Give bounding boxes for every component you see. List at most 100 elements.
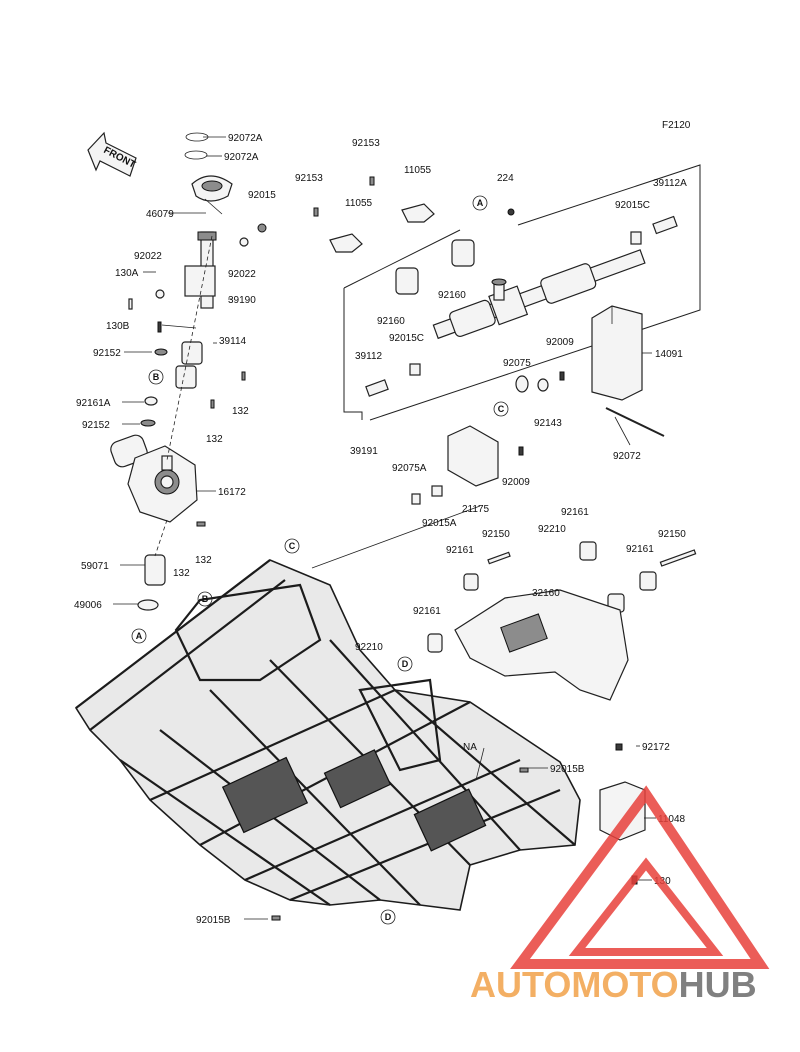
part-number: 39112A: [653, 178, 687, 189]
part-number: 11048: [658, 814, 686, 825]
ref-bubble-letter: A: [136, 631, 143, 641]
figure-code: F2120: [662, 120, 691, 131]
part-number: 92153: [352, 138, 380, 149]
a-arm-group: [368, 541, 697, 701]
part-number: 92150: [658, 529, 686, 540]
leader-lines: [113, 136, 656, 920]
rack-boot-icon: [449, 299, 496, 337]
bushing-icon: [515, 375, 529, 393]
bushing-icon: [451, 239, 475, 267]
part-number: 39191: [350, 446, 378, 457]
part-number: 224: [497, 173, 514, 184]
part-number: 92015B: [196, 915, 231, 926]
part-number: 92152: [82, 420, 110, 431]
ref-bubble: B: [148, 369, 164, 385]
part-number: 92072: [613, 451, 641, 462]
ref-bubble: A: [472, 195, 488, 211]
clamp-icon: [401, 203, 435, 223]
part-number: 92022: [134, 251, 162, 262]
part-number: 92160: [438, 290, 466, 301]
part-number: 92161A: [76, 398, 111, 409]
rack-boot-icon: [540, 263, 597, 304]
part-number: 92015B: [550, 764, 585, 775]
universal-joint-icon: [175, 365, 197, 389]
part-number: 92210: [355, 642, 383, 653]
part-number: 14091: [655, 349, 683, 360]
part-number: 92143: [534, 418, 562, 429]
part-number: 130B: [106, 321, 130, 332]
watermark-part2: HUB: [679, 964, 757, 1005]
bushing-icon: [395, 267, 419, 295]
ref-bubble-letter: C: [498, 404, 505, 414]
ref-bubble: D: [380, 909, 396, 925]
ref-bubble-letter: D: [385, 912, 392, 922]
part-callouts: 92072A 92072A 46079 92015 92022 130A 920…: [74, 133, 687, 926]
bolt-icon: [659, 549, 697, 567]
part-number: 92015C: [615, 200, 650, 211]
part-number: 92072A: [228, 133, 263, 144]
cover-icon: [591, 305, 643, 401]
nut-icon: [409, 363, 421, 376]
part-number: 92153: [295, 173, 323, 184]
part-number: 92172: [642, 742, 670, 753]
part-number: 32160: [532, 588, 560, 599]
ref-bubble: C: [284, 538, 300, 554]
part-number: 92072A: [224, 152, 259, 163]
part-number: 92015A: [422, 518, 457, 529]
part-number: 39190: [228, 295, 256, 306]
part-number: 92161: [413, 606, 441, 617]
ref-bubble-letter: C: [289, 541, 296, 551]
part-number: 92009: [546, 337, 574, 348]
part-number: 92150: [482, 529, 510, 540]
part-number: 92009: [502, 477, 530, 488]
part-number: 11055: [404, 165, 432, 176]
part-number: 132: [206, 434, 223, 445]
steering-column-group: [110, 132, 267, 611]
part-number: 92075A: [392, 463, 427, 474]
universal-joint-icon: [181, 341, 203, 365]
part-number: 92015C: [389, 333, 424, 344]
steering-gearbox-icon: [110, 434, 198, 523]
joint-icon: [144, 554, 166, 586]
part-number: 59071: [81, 561, 109, 572]
part-number: 92161: [626, 544, 654, 555]
ref-bubble: B: [197, 591, 213, 607]
bracket-icon: [447, 425, 499, 487]
part-number: 132: [232, 406, 249, 417]
steering-rack-group: [313, 164, 701, 505]
seal-icon: [137, 599, 159, 611]
part-number: 46079: [146, 209, 174, 220]
part-number: 132: [173, 568, 190, 579]
part-number: 92161: [561, 507, 589, 518]
ref-bubble-letter: A: [477, 198, 484, 208]
part-number: 16172: [218, 487, 246, 498]
part-number: 39114: [219, 336, 247, 347]
vehicle-frame: [74, 559, 646, 921]
watermark-text-primary: AUTOMOTOHUB: [470, 964, 757, 1005]
part-number: 11055: [345, 198, 373, 209]
watermark-part1: AUTOMOTO: [470, 964, 679, 1005]
part-number: 92210: [538, 524, 566, 535]
part-number: 130A: [115, 268, 139, 279]
bolt-icon: [487, 551, 511, 565]
part-number: 92015: [248, 190, 276, 201]
tie-rod-end-icon: [652, 215, 678, 235]
ref-bubble-letter: B: [202, 594, 209, 604]
a-arm-icon: [454, 589, 629, 701]
ref-bubble: A: [131, 628, 147, 644]
part-number: 39112: [355, 351, 383, 362]
part-number: 132: [195, 555, 212, 566]
ref-bubble-letter: B: [153, 372, 160, 382]
part-number: 92152: [93, 348, 121, 359]
part-number: 21175: [462, 504, 490, 515]
clamp-icon: [329, 233, 363, 253]
circlip-icon: [184, 150, 208, 160]
part-number: 92160: [377, 316, 405, 327]
ref-bubble: C: [493, 401, 509, 417]
part-number: 49006: [74, 600, 102, 611]
ref-bubble-letter: D: [402, 659, 409, 669]
tie-rod-end-icon: [365, 379, 389, 397]
column-bracket-icon: [184, 265, 216, 297]
nut-icon: [630, 231, 642, 245]
